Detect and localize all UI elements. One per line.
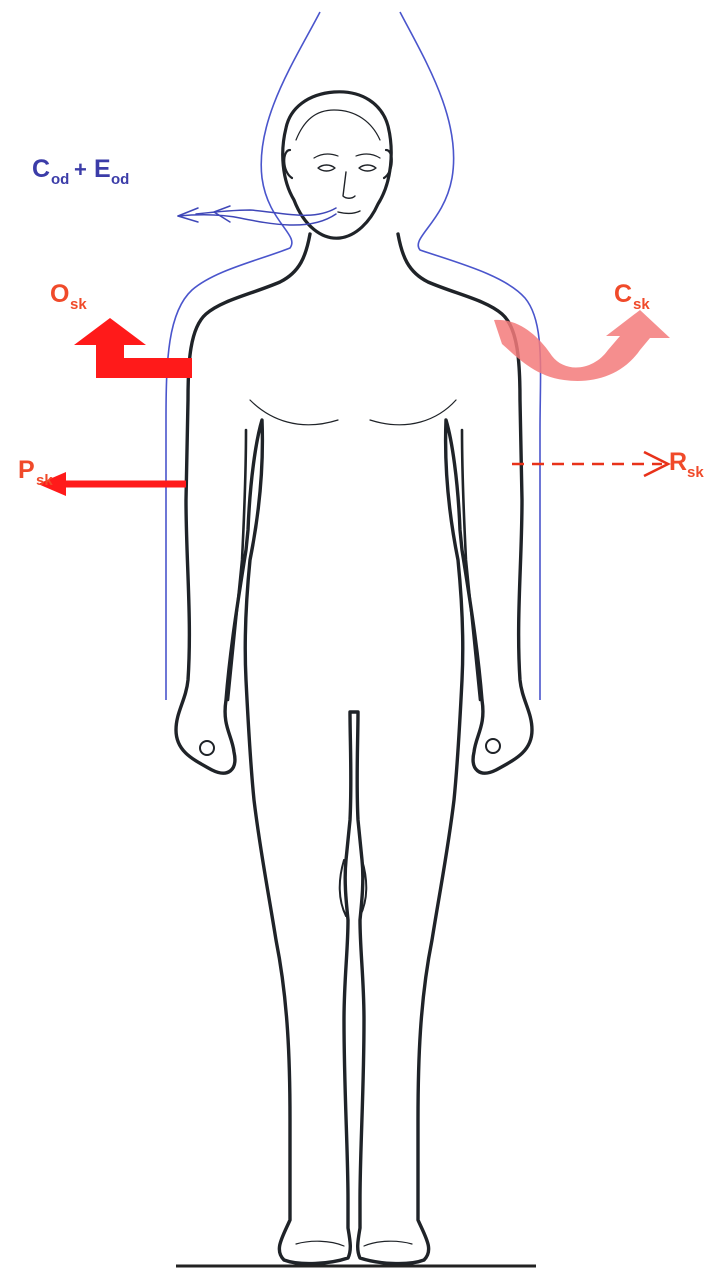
right-pectoral — [370, 400, 456, 425]
plus-sign: + — [74, 157, 87, 182]
left-brow — [314, 154, 338, 158]
respiratory-flow-arrow — [178, 206, 336, 225]
o-sk-main: O — [50, 280, 69, 308]
c-od-sub: od — [51, 171, 69, 188]
p-sk-main: P — [18, 456, 35, 484]
right-eye — [359, 165, 376, 171]
label-c-od-e-od: C od + E od — [32, 155, 129, 188]
nose — [343, 172, 355, 198]
mouth — [338, 211, 360, 213]
c-od-main: C — [32, 155, 50, 183]
label-r-sk: R sk — [669, 448, 704, 481]
label-p-sk: P sk — [18, 456, 53, 489]
o-sk-sub: sk — [70, 296, 87, 313]
body-outline — [176, 234, 532, 1264]
c-sk-main: C — [614, 280, 632, 308]
e-od-sub: od — [111, 171, 129, 188]
p-sk-arrow — [38, 472, 186, 496]
human-figure — [176, 92, 532, 1264]
left-foot-detail — [296, 1241, 344, 1246]
label-c-sk: C sk — [614, 280, 650, 313]
r-sk-main: R — [669, 448, 687, 476]
head-outline — [283, 92, 391, 238]
left-thumb — [200, 741, 214, 755]
left-eye — [318, 165, 335, 171]
o-sk-arrow — [74, 318, 192, 378]
p-sk-sub: sk — [36, 472, 53, 489]
boundary-layer-envelope — [166, 12, 541, 700]
hairline — [296, 110, 380, 140]
r-sk-arrow — [512, 452, 668, 476]
right-thumb — [486, 739, 500, 753]
right-brow — [356, 154, 380, 158]
label-o-sk: O sk — [50, 280, 87, 313]
right-foot-detail — [364, 1241, 412, 1246]
r-sk-sub: sk — [687, 464, 704, 481]
e-od-main: E — [94, 155, 111, 183]
c-sk-sub: sk — [633, 296, 650, 313]
